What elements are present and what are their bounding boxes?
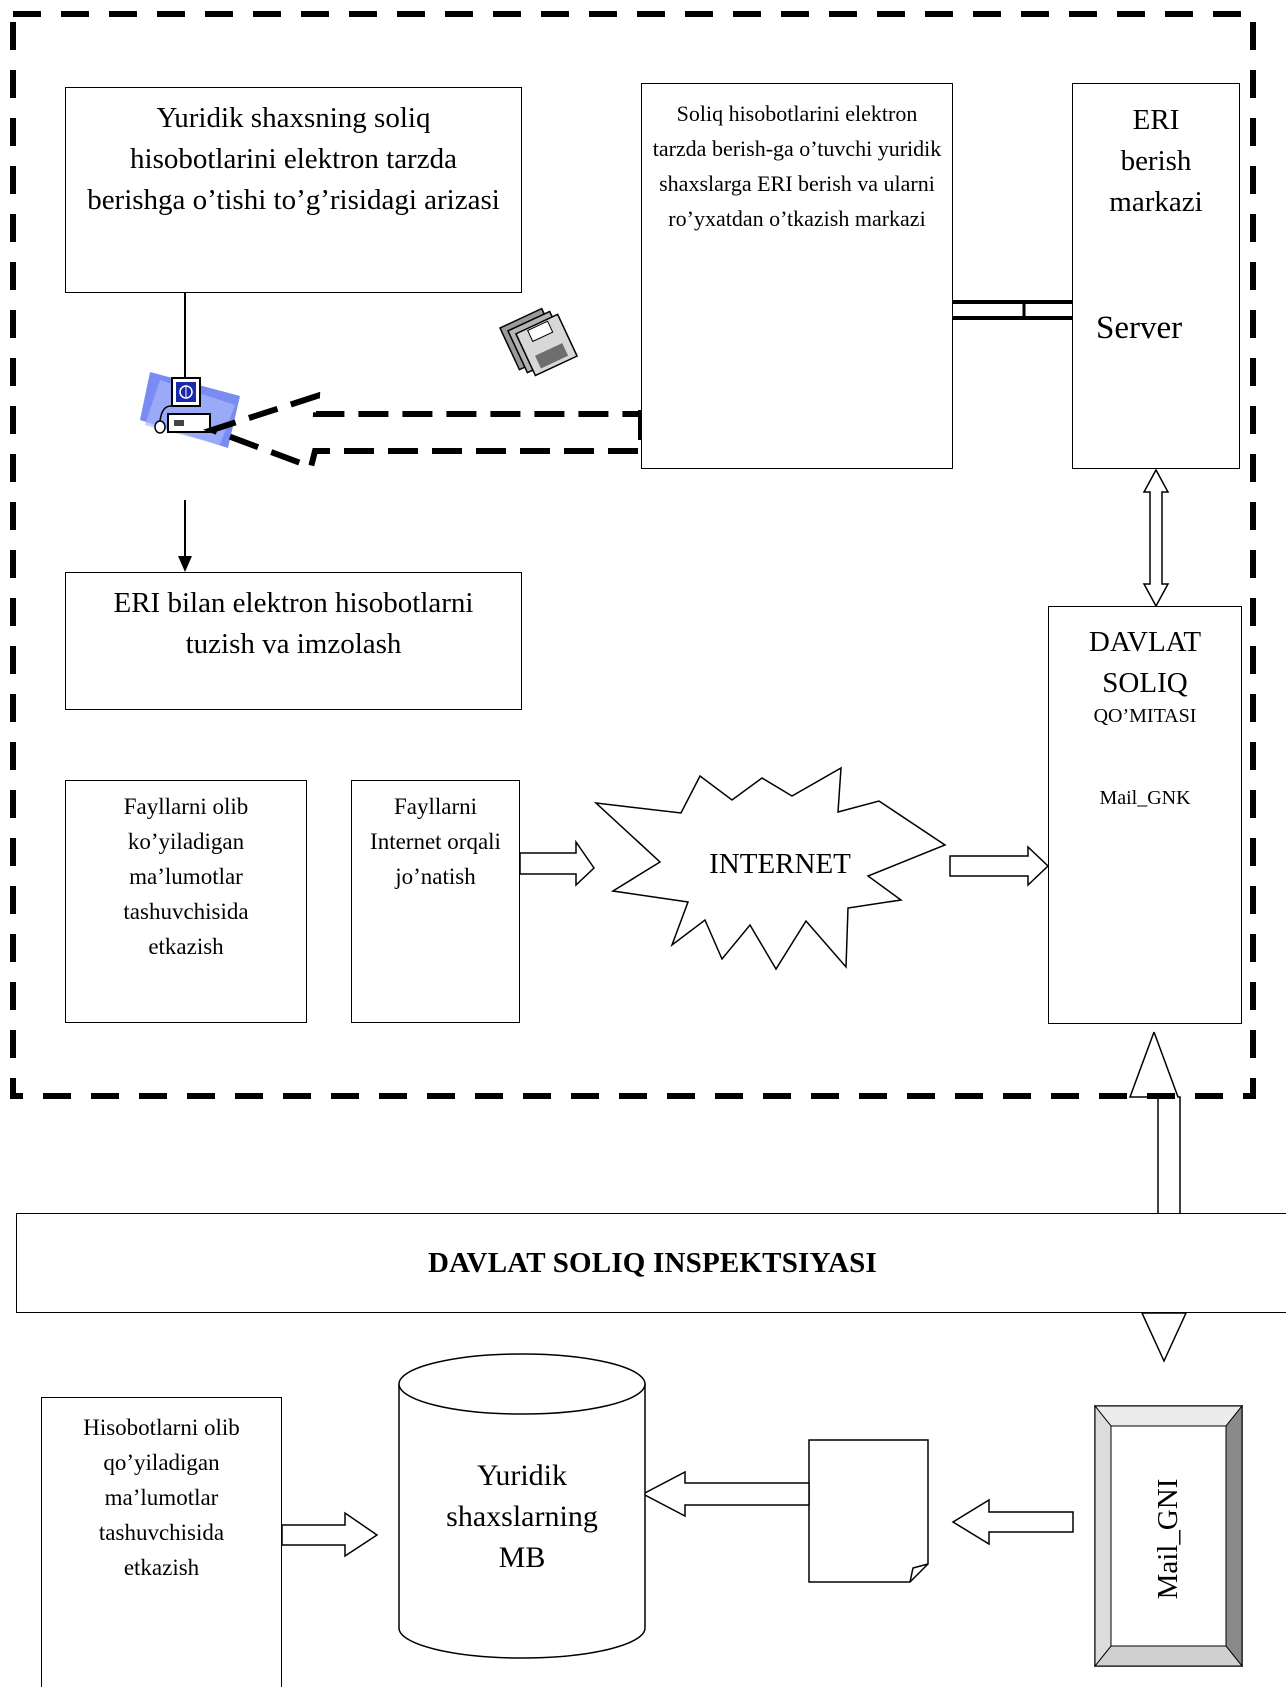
dsq-box: DAVLAT SOLIQ QO’MITASI Mail_GNK [1048, 606, 1242, 1024]
eri-center-title-2: berish [1120, 145, 1192, 177]
dsq-line-1: DAVLAT [1088, 626, 1202, 658]
arrow-mail-gni-to-document [951, 1498, 1074, 1546]
arrow-inspection-to-mail-gni [1140, 1312, 1188, 1363]
database-label: Yuridik shaxslarning MB [446, 1459, 598, 1574]
inspection-bar-title: DAVLAT SOLIQ INSPEKTSIYASI [428, 1246, 877, 1279]
internet-burst [593, 766, 947, 971]
sign-box: ERI bilan elektron hisobotlarni tuzish v… [65, 572, 522, 710]
arrow-eri-dsq-bidirectional [1142, 468, 1170, 608]
dsq-line-2: SOLIQ [1102, 667, 1188, 699]
reports-carrier-box: Hisobotlarni olib qo’yiladigan ma’lumotl… [41, 1397, 282, 1687]
files-internet-text: Fayllarni Internet orqali jo’natish [370, 794, 501, 889]
eri-center-title-1: ERI [1132, 104, 1180, 136]
files-carrier-box: Fayllarni olib ko’yiladigan ma’lumotlar … [65, 780, 307, 1023]
application-box: Yuridik shaxsning soliq hisobotlarini el… [65, 87, 522, 293]
arrow-dashed-center-to-computer [202, 391, 644, 471]
floppy-disk-icon [499, 307, 579, 377]
arrow-computer-to-sign [178, 500, 192, 572]
dsq-line-3: QO’MITASI [1093, 705, 1197, 727]
eri-center-box: ERI berish markazi [1072, 83, 1240, 469]
dsq-mail: Mail_GNK [1099, 787, 1191, 809]
arrow-files-to-internet [519, 839, 595, 887]
registration-center-text: Soliq hisobotlarini elektron tarzda beri… [652, 101, 942, 231]
registration-center-box: Soliq hisobotlarini elektron tarzda beri… [641, 83, 953, 469]
database-cylinder [398, 1353, 646, 1659]
arrow-inspection-to-dsq [1128, 1031, 1181, 1213]
mail-gni-label: Mail_GNI [1152, 1478, 1184, 1600]
internet-label: INTERNET [709, 848, 851, 880]
application-box-text: Yuridik shaxsning soliq hisobotlarini el… [87, 102, 500, 216]
arrow-internet-to-dsq [949, 845, 1050, 887]
dashed-boundary [10, 11, 1256, 1099]
files-internet-box: Fayllarni Internet orqali jo’natish [351, 780, 520, 1023]
computer-icon [140, 372, 240, 448]
arrow-reports-to-database [281, 1511, 379, 1558]
inspection-bar: DAVLAT SOLIQ INSPEKTSIYASI [16, 1213, 1286, 1313]
server-label: Server [1096, 310, 1183, 346]
document-icon [808, 1439, 929, 1583]
reports-carrier-text: Hisobotlarni olib qo’yiladigan ma’lumotl… [83, 1415, 240, 1580]
arrow-document-to-database [641, 1470, 810, 1518]
mail-gni-box [1093, 1404, 1244, 1668]
sign-box-text: ERI bilan elektron hisobotlarni tuzish v… [113, 587, 474, 660]
files-carrier-text: Fayllarni olib ko’yiladigan ma’lumotlar … [123, 794, 249, 959]
eri-center-title-3: markazi [1109, 186, 1203, 218]
